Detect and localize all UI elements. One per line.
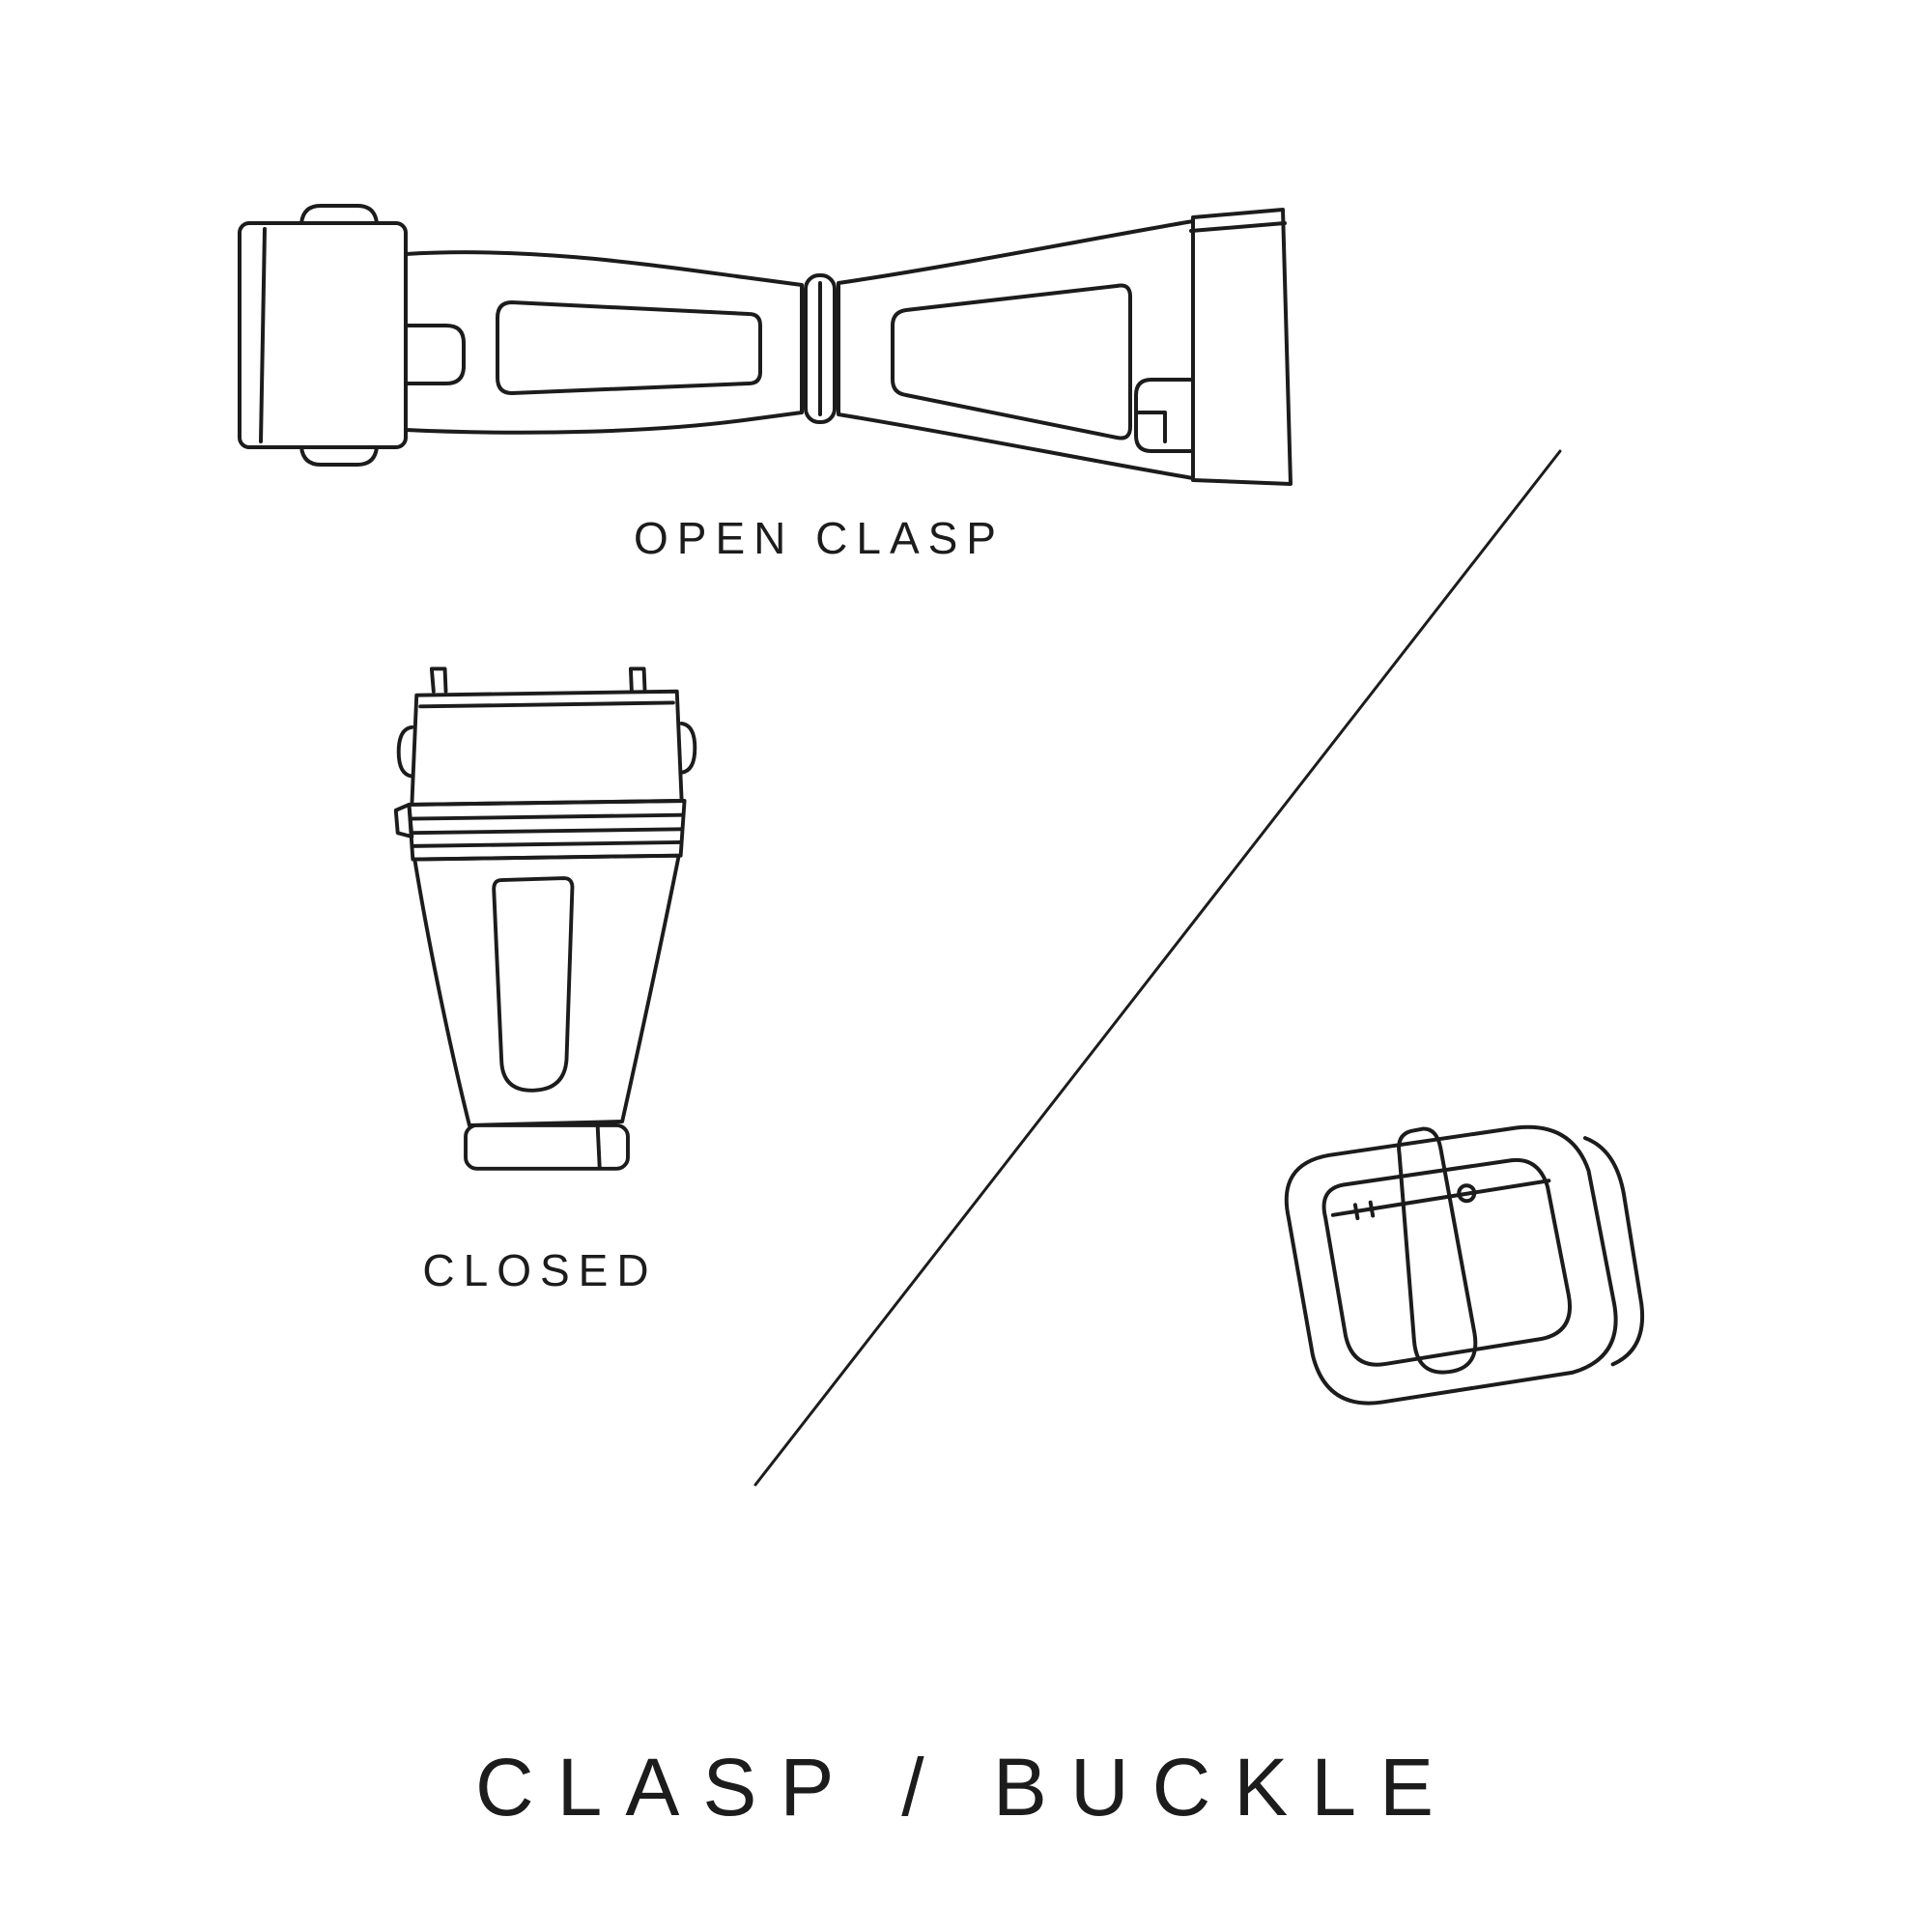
page-title: CLASP / BUCKLE (474, 1742, 1458, 1833)
buckle-tang (1397, 1126, 1478, 1375)
closed-clasp-bottom-end (464, 1122, 630, 1171)
closed-clasp-prongs (429, 667, 647, 694)
open-clasp-right-end (1134, 208, 1293, 486)
closed-clasp-illustration (393, 667, 697, 1171)
closed-clasp-band (393, 799, 687, 862)
open-clasp-left-end (238, 204, 408, 467)
buckle-frame (1284, 1124, 1645, 1406)
open-clasp-label: OPEN CLASP (634, 513, 1005, 563)
buckle-spring-bar (1330, 1179, 1551, 1221)
open-clasp-left-arm (404, 250, 804, 435)
divider-line (753, 449, 1562, 1487)
closed-clasp-top-block (396, 689, 697, 807)
buckle-illustration (1284, 1124, 1645, 1406)
open-clasp-illustration (238, 204, 1293, 486)
closed-clasp-label: CLOSED (422, 1245, 658, 1295)
open-clasp-hinge (804, 273, 837, 424)
closed-clasp-body (412, 853, 681, 1127)
